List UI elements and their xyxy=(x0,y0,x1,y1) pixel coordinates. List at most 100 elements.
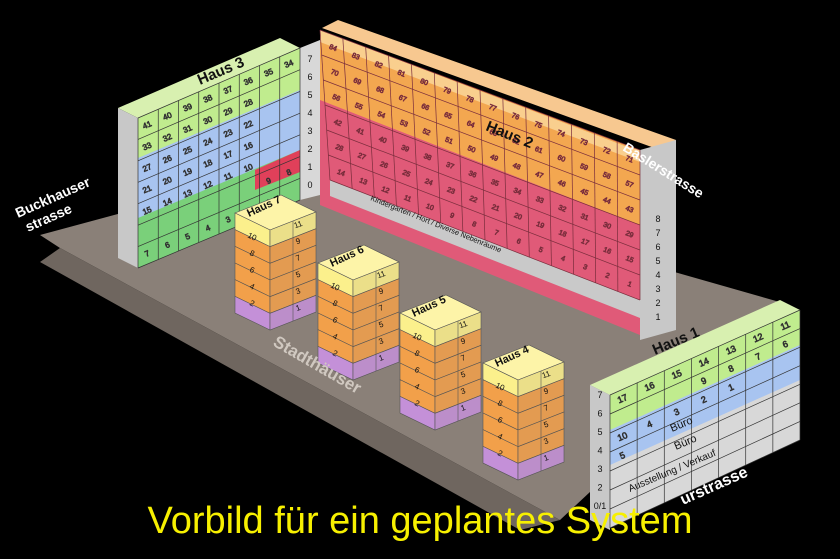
tower-unit-number: 2 xyxy=(496,448,504,458)
tower-unit-number: 7 xyxy=(378,303,386,313)
haus2-unit-number: 4 xyxy=(560,255,566,263)
tower-unit-number: 10 xyxy=(411,331,423,343)
haus3-roof xyxy=(118,38,300,118)
haus3-floor-number: 5 xyxy=(307,90,312,100)
haus2-unit-number: 68 xyxy=(375,86,385,95)
tower-unit-number: 2 xyxy=(331,348,339,358)
tower-unit-number: 11 xyxy=(541,369,552,380)
haus2-unit-number: 51 xyxy=(444,137,454,146)
haus1-floor-number: 4 xyxy=(597,446,602,456)
tower-unit-number: 1 xyxy=(378,353,386,363)
tower-unit-number: 4 xyxy=(496,432,504,442)
tower-unit-number: 4 xyxy=(413,382,421,392)
haus2-unit-number: 69 xyxy=(352,77,362,86)
tower-unit-number: 1 xyxy=(295,303,303,313)
haus3-floor-number: 1 xyxy=(307,162,312,172)
haus2-unit-number: 48 xyxy=(512,162,522,171)
haus2-unit-number: 52 xyxy=(421,128,431,137)
haus1-unit-number: 10 xyxy=(616,430,629,443)
haus2-unit-number: 39 xyxy=(400,144,410,153)
haus2-unit-number: 1 xyxy=(626,281,632,289)
haus2-floor-number: 7 xyxy=(655,228,660,238)
haus1-unit-number: 5 xyxy=(618,450,627,461)
haus3-floor-number: 3 xyxy=(307,126,312,136)
haus2-upper-facade xyxy=(320,30,640,225)
haus2-unit-number: 40 xyxy=(378,136,388,145)
haus2-unit-number: 76 xyxy=(510,112,520,121)
haus2-unit-number: 3 xyxy=(582,264,588,272)
haus1-unit-number: 12 xyxy=(752,331,765,344)
haus2-unit-number: 53 xyxy=(399,119,409,128)
haus2-roof xyxy=(322,20,676,150)
haus1-blue-band xyxy=(610,345,800,465)
haus2-unit-number: 37 xyxy=(445,162,455,171)
haus1-unit-number: 8 xyxy=(727,363,736,374)
tower-unit-number: 3 xyxy=(543,436,551,446)
haus2-unit-number: 72 xyxy=(601,147,611,156)
haus2-unit-number: 34 xyxy=(512,187,522,196)
tower-unit-number: 9 xyxy=(295,236,303,246)
haus2-unit-number: 25 xyxy=(401,169,411,178)
haus1-unit-number: 15 xyxy=(670,368,683,381)
haus2-unit-number: 63 xyxy=(488,129,498,138)
haus2-unit-number: 7 xyxy=(493,229,499,237)
tower-unit-number: 6 xyxy=(413,365,421,375)
haus3-floor-number: 2 xyxy=(307,144,312,154)
ground-edge xyxy=(40,248,560,530)
haus2-unit-number: 30 xyxy=(602,222,612,231)
haus2-floor-number: 1 xyxy=(655,312,660,322)
haus2-unit-number: 13 xyxy=(358,177,368,186)
haus2-unit-number: 16 xyxy=(602,247,612,256)
haus2-unit-number: 44 xyxy=(602,197,612,206)
tower-unit-number: 11 xyxy=(293,219,304,230)
tower-unit-number: 3 xyxy=(378,336,386,346)
haus2-unit-number: 49 xyxy=(489,154,499,163)
haus2-floor-number: 8 xyxy=(655,214,660,224)
haus1-unit-number: 9 xyxy=(700,375,709,386)
haus1-floor-number: 7 xyxy=(597,390,602,400)
haus3-unit-number: 6 xyxy=(164,240,172,250)
haus2-unit-number: 65 xyxy=(443,112,453,121)
haus2-unit-number: 82 xyxy=(373,61,383,70)
haus1-unit-number: 14 xyxy=(697,356,710,369)
haus2-unit-number: 22 xyxy=(468,195,478,204)
haus2-unit-number: 36 xyxy=(467,170,477,179)
haus2-unit-number: 45 xyxy=(579,188,589,197)
haus2-unit-number: 43 xyxy=(624,205,634,214)
haus1-end-wall xyxy=(590,385,610,530)
tower-unit-number: 1 xyxy=(543,453,551,463)
haus3-unit-number: 9 xyxy=(265,176,273,186)
haus1-unit-number: 11 xyxy=(779,319,792,332)
haus3-floor-number: 7 xyxy=(307,54,312,64)
haus2-unit-number: 60 xyxy=(556,154,566,163)
tower-unit-number: 10 xyxy=(246,231,258,243)
tower-unit-number: 8 xyxy=(413,348,421,358)
haus3-red-units xyxy=(255,150,300,190)
tower-unit-number: 6 xyxy=(331,315,339,325)
tower-unit-number: 10 xyxy=(329,281,341,293)
tower-unit-number: 5 xyxy=(295,269,303,279)
tower-unit-number: 7 xyxy=(543,403,551,413)
haus3-floor-number: 0 xyxy=(307,180,312,190)
haus3-unit-number: 4 xyxy=(204,223,212,233)
haus3-unit-number: 8 xyxy=(285,167,293,177)
tower-unit-number: 9 xyxy=(460,336,468,346)
haus2-unit-number: 58 xyxy=(602,172,612,181)
haus1-upper-facade xyxy=(610,310,800,430)
haus2-unit-number: 28 xyxy=(334,144,344,153)
tower-unit-number: 3 xyxy=(295,286,303,296)
haus2-unit-number: 78 xyxy=(465,95,475,104)
haus2-unit-number: 80 xyxy=(419,78,429,87)
tower-unit-number: 8 xyxy=(248,248,256,258)
tower-unit-number: 11 xyxy=(376,269,387,280)
haus2-unit-number: 12 xyxy=(380,186,390,195)
haus-2: 8483828180797877767574737271706968676665… xyxy=(319,20,676,340)
tower-unit-number: 2 xyxy=(248,298,256,308)
